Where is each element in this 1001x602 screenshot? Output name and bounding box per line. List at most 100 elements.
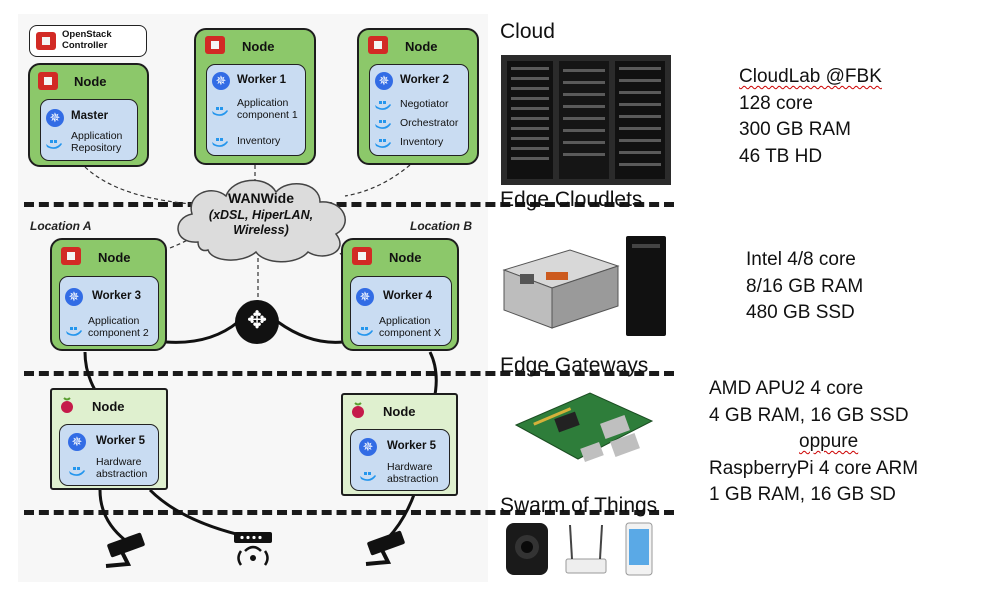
separator-cloudlets-gateways [24, 371, 674, 376]
node-title: Node [242, 39, 275, 54]
kubernetes-icon: ✵ [356, 288, 374, 306]
raspberry-pi-icon [352, 402, 364, 418]
node-gateway-left: Node ✵ Worker 5 Hardware abstraction [50, 388, 168, 490]
separator-cloud-cloudlets [24, 202, 674, 207]
docker-whale-icon [69, 467, 85, 476]
node-worker-1: Node ✵ Worker 1 Application component 1 … [194, 28, 316, 165]
worker-box-5-left: ✵ Worker 5 Hardware abstraction [59, 424, 159, 486]
docker-whale-icon [212, 107, 228, 116]
controller-label: OpenStack Controller [62, 29, 112, 51]
tier-title-gateways: Edge Gateways [500, 354, 649, 377]
worker-title: Worker 1 [237, 74, 287, 86]
kubernetes-icon: ✵ [375, 72, 393, 90]
worker-box-2: ✵ Worker 2 Negotiator Orchestrator Inven… [369, 64, 469, 156]
worker-box-4: ✵ Worker 4 Application component X [350, 276, 452, 346]
worker-box-1: ✵ Worker 1 Application component 1 Inven… [206, 64, 306, 156]
spec-line: 8/16 GB RAM [746, 275, 864, 297]
spec-gateways-or: oppure [799, 431, 859, 452]
kubernetes-icon: ✵ [212, 72, 230, 90]
node-title: Node [405, 39, 438, 54]
security-camera-icon [105, 532, 145, 568]
openstack-logo-icon [368, 36, 388, 54]
openstack-logo-icon [352, 247, 372, 265]
worker-title: Worker 4 [383, 290, 433, 302]
worker-title: Worker 5 [96, 435, 146, 447]
worker-item: Inventory [237, 135, 281, 147]
openstack-logo-icon [205, 36, 225, 54]
wan-title: WANWide [228, 190, 294, 206]
node-title: Node [383, 404, 416, 419]
tier-title-things: Swarm of Things [500, 494, 658, 517]
spec-cloudlets: Intel 4/8 core 8/16 GB RAM 480 GB SSD [746, 247, 863, 327]
things-devices-photo [506, 522, 653, 576]
node-gateway-right: Node ✵ Worker 5 Hardware abstraction [341, 393, 458, 496]
openstack-logo-icon [61, 247, 81, 265]
worker-item: Hardware abstraction [387, 461, 439, 485]
spec-line: 480 GB SSD [746, 302, 855, 323]
security-camera-icon [365, 530, 405, 566]
location-a-label: Location A [30, 219, 92, 233]
kubernetes-icon: ✵ [359, 438, 377, 456]
node-title: Node [74, 74, 107, 89]
gateway-board-photo [514, 392, 654, 462]
worker-title: Worker 3 [92, 290, 142, 302]
spec-line: 4 GB RAM, 16 GB SSD [709, 404, 909, 426]
node-worker-2: Node ✵ Worker 2 Negotiator Orchestrator … [357, 28, 479, 165]
server-racks-photo [501, 55, 671, 185]
spec-line: RaspberryPi 4 core ARM [709, 456, 918, 483]
spec-line: Intel 4/8 core [746, 249, 856, 270]
node-title: Node [98, 250, 131, 265]
spec-line: AMD APU2 4 core [709, 378, 864, 399]
docker-whale-icon [66, 327, 82, 336]
spec-line: 128 core [739, 92, 813, 114]
worker-title: Worker 2 [400, 74, 450, 86]
worker-item: Application component X [379, 315, 441, 339]
worker-item: Hardware abstraction [96, 456, 148, 480]
tier-title-cloudlets: Edge Cloudlets [500, 188, 643, 211]
wan-subtitle: (xDSL, HiperLAN, Wireless) [208, 208, 314, 237]
docker-whale-icon [375, 101, 391, 110]
docker-whale-icon [375, 139, 391, 148]
worker-title: Worker 5 [387, 440, 437, 452]
connector-lines [83, 164, 438, 542]
docker-whale-icon [360, 472, 376, 481]
worker-item: Application Repository [71, 130, 123, 154]
openstack-logo-icon [38, 72, 58, 90]
spec-gateways: AMD APU2 4 core 4 GB RAM, 16 GB SSD oppu… [709, 376, 918, 509]
worker-item: Application component 1 [237, 97, 298, 121]
kubernetes-icon: ✵ [68, 433, 86, 451]
wireless-access-point-icon [234, 532, 272, 566]
router-icon: ✥ [235, 300, 279, 344]
spec-line: 1 GB RAM, 16 GB SD [709, 484, 896, 505]
spec-cloud-line-3: 46 TB HD [739, 145, 823, 167]
worker-box-3: ✵ Worker 3 Application component 2 [59, 276, 159, 346]
worker-item: Application component 2 [88, 315, 149, 339]
spec-line: oppure [709, 429, 918, 456]
spec-line: 300 GB RAM [739, 119, 851, 140]
spec-cloud: CloudLab @FBK 128 core 300 GB RAM 46 TB … [739, 64, 882, 170]
raspberry-pi-icon [61, 397, 73, 413]
openstack-controller-box: OpenStack Controller [29, 25, 147, 57]
worker-box-5-right: ✵ Worker 5 Hardware abstraction [350, 429, 450, 491]
worker-item: Inventory [400, 136, 444, 148]
spec-cloud-line-0: CloudLab @FBK [739, 66, 882, 87]
spec-line: CloudLab @FBK [739, 64, 882, 91]
worker-box-master: ✵ Master Application Repository [40, 99, 138, 161]
separator-gateways-things [24, 510, 674, 515]
tier-title-cloud: Cloud [500, 20, 555, 43]
cloudlet-hardware-photo [502, 236, 666, 336]
node-title: Node [92, 399, 125, 414]
worker-title: Master [71, 110, 109, 122]
openstack-logo-icon [36, 32, 56, 50]
node-title: Node [389, 250, 422, 265]
docker-whale-icon [375, 120, 391, 129]
kubernetes-icon: ✵ [46, 109, 64, 127]
docker-whale-icon [212, 138, 228, 147]
wan-cloud-shape [177, 179, 346, 263]
worker-item: Negotiator [400, 98, 449, 110]
location-b-label: Location B [410, 219, 472, 233]
worker-item: Orchestrator [400, 117, 459, 129]
node-worker-4: Node ✵ Worker 4 Application component X [341, 238, 459, 351]
spec-gateways-rpi: RaspberryPi 4 core ARM [709, 457, 919, 479]
